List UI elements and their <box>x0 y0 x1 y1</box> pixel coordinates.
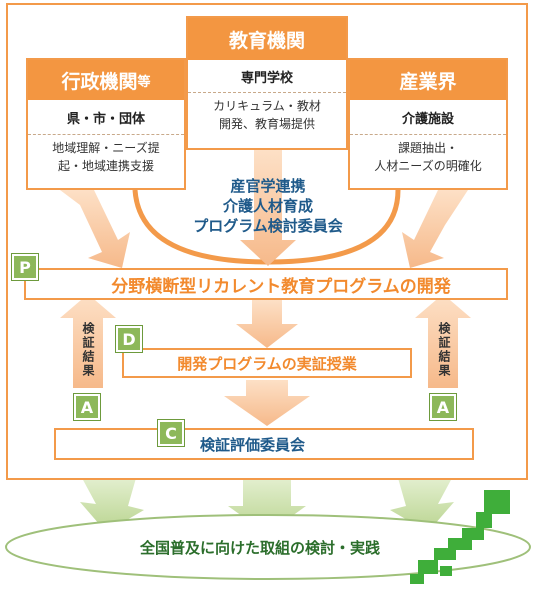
edu-box: 教育機関 専門学校 カリキュラム・教材 開発、教育場提供 <box>186 16 348 150</box>
arrow-do-to-check <box>224 380 310 426</box>
plan-box <box>24 268 508 300</box>
arrow-plan-to-do <box>236 300 298 348</box>
admin-subtitle: 県・市・団体 <box>28 100 184 135</box>
admin-description: 地域理解・ニーズ提 起・地域連携支援 <box>28 135 184 175</box>
arrow-edu-to-plan <box>240 150 296 266</box>
plan-text: 分野横断型リカレント教育プログラムの開発 <box>111 276 451 297</box>
arrow-admin-to-plan <box>60 190 130 268</box>
edu-description: カリキュラム・教材 開発、教育場提供 <box>188 93 346 133</box>
industry-description: 課題抽出・ 人材ニーズの明確化 <box>350 135 506 175</box>
do-badge: D <box>115 325 143 353</box>
arrow-to-national-right <box>390 478 454 532</box>
act-right-badge: A <box>429 393 457 421</box>
admin-header: 行政機関等 <box>28 60 184 100</box>
arrow-act-right <box>415 294 471 388</box>
industry-box: 産業界 介護施設 課題抽出・ 人材ニーズの明確化 <box>348 58 508 190</box>
admin-box: 行政機関等 県・市・団体 地域理解・ニーズ提 起・地域連携支援 <box>26 58 186 190</box>
do-text: 開発プログラムの実証授業 <box>177 354 357 373</box>
national-ellipse <box>5 514 531 580</box>
edu-header: 教育機関 <box>188 18 346 60</box>
industry-header: 産業界 <box>350 60 506 100</box>
committee-title: 産官学連携 介護人材育成 プログラム検討委員会 <box>193 177 343 235</box>
arrow-to-national-left <box>80 478 144 532</box>
edu-subtitle: 専門学校 <box>188 60 346 93</box>
check-box <box>54 428 474 460</box>
act-left-label: 検証結果 <box>81 322 95 378</box>
act-right-label: 検証結果 <box>437 322 451 378</box>
check-text: 検証評価委員会 <box>200 436 306 454</box>
check-badge: C <box>157 419 185 447</box>
japan-map-icon <box>410 490 510 584</box>
national-text: 全国普及に向けた取組の検討・実践 <box>139 539 380 557</box>
arrow-act-left <box>60 294 116 388</box>
outer-frame <box>6 3 528 480</box>
arrow-industry-to-plan <box>402 190 468 268</box>
act-left-badge: A <box>73 393 101 421</box>
plan-badge: P <box>11 253 39 281</box>
do-box <box>122 348 412 378</box>
industry-subtitle: 介護施設 <box>350 100 506 135</box>
